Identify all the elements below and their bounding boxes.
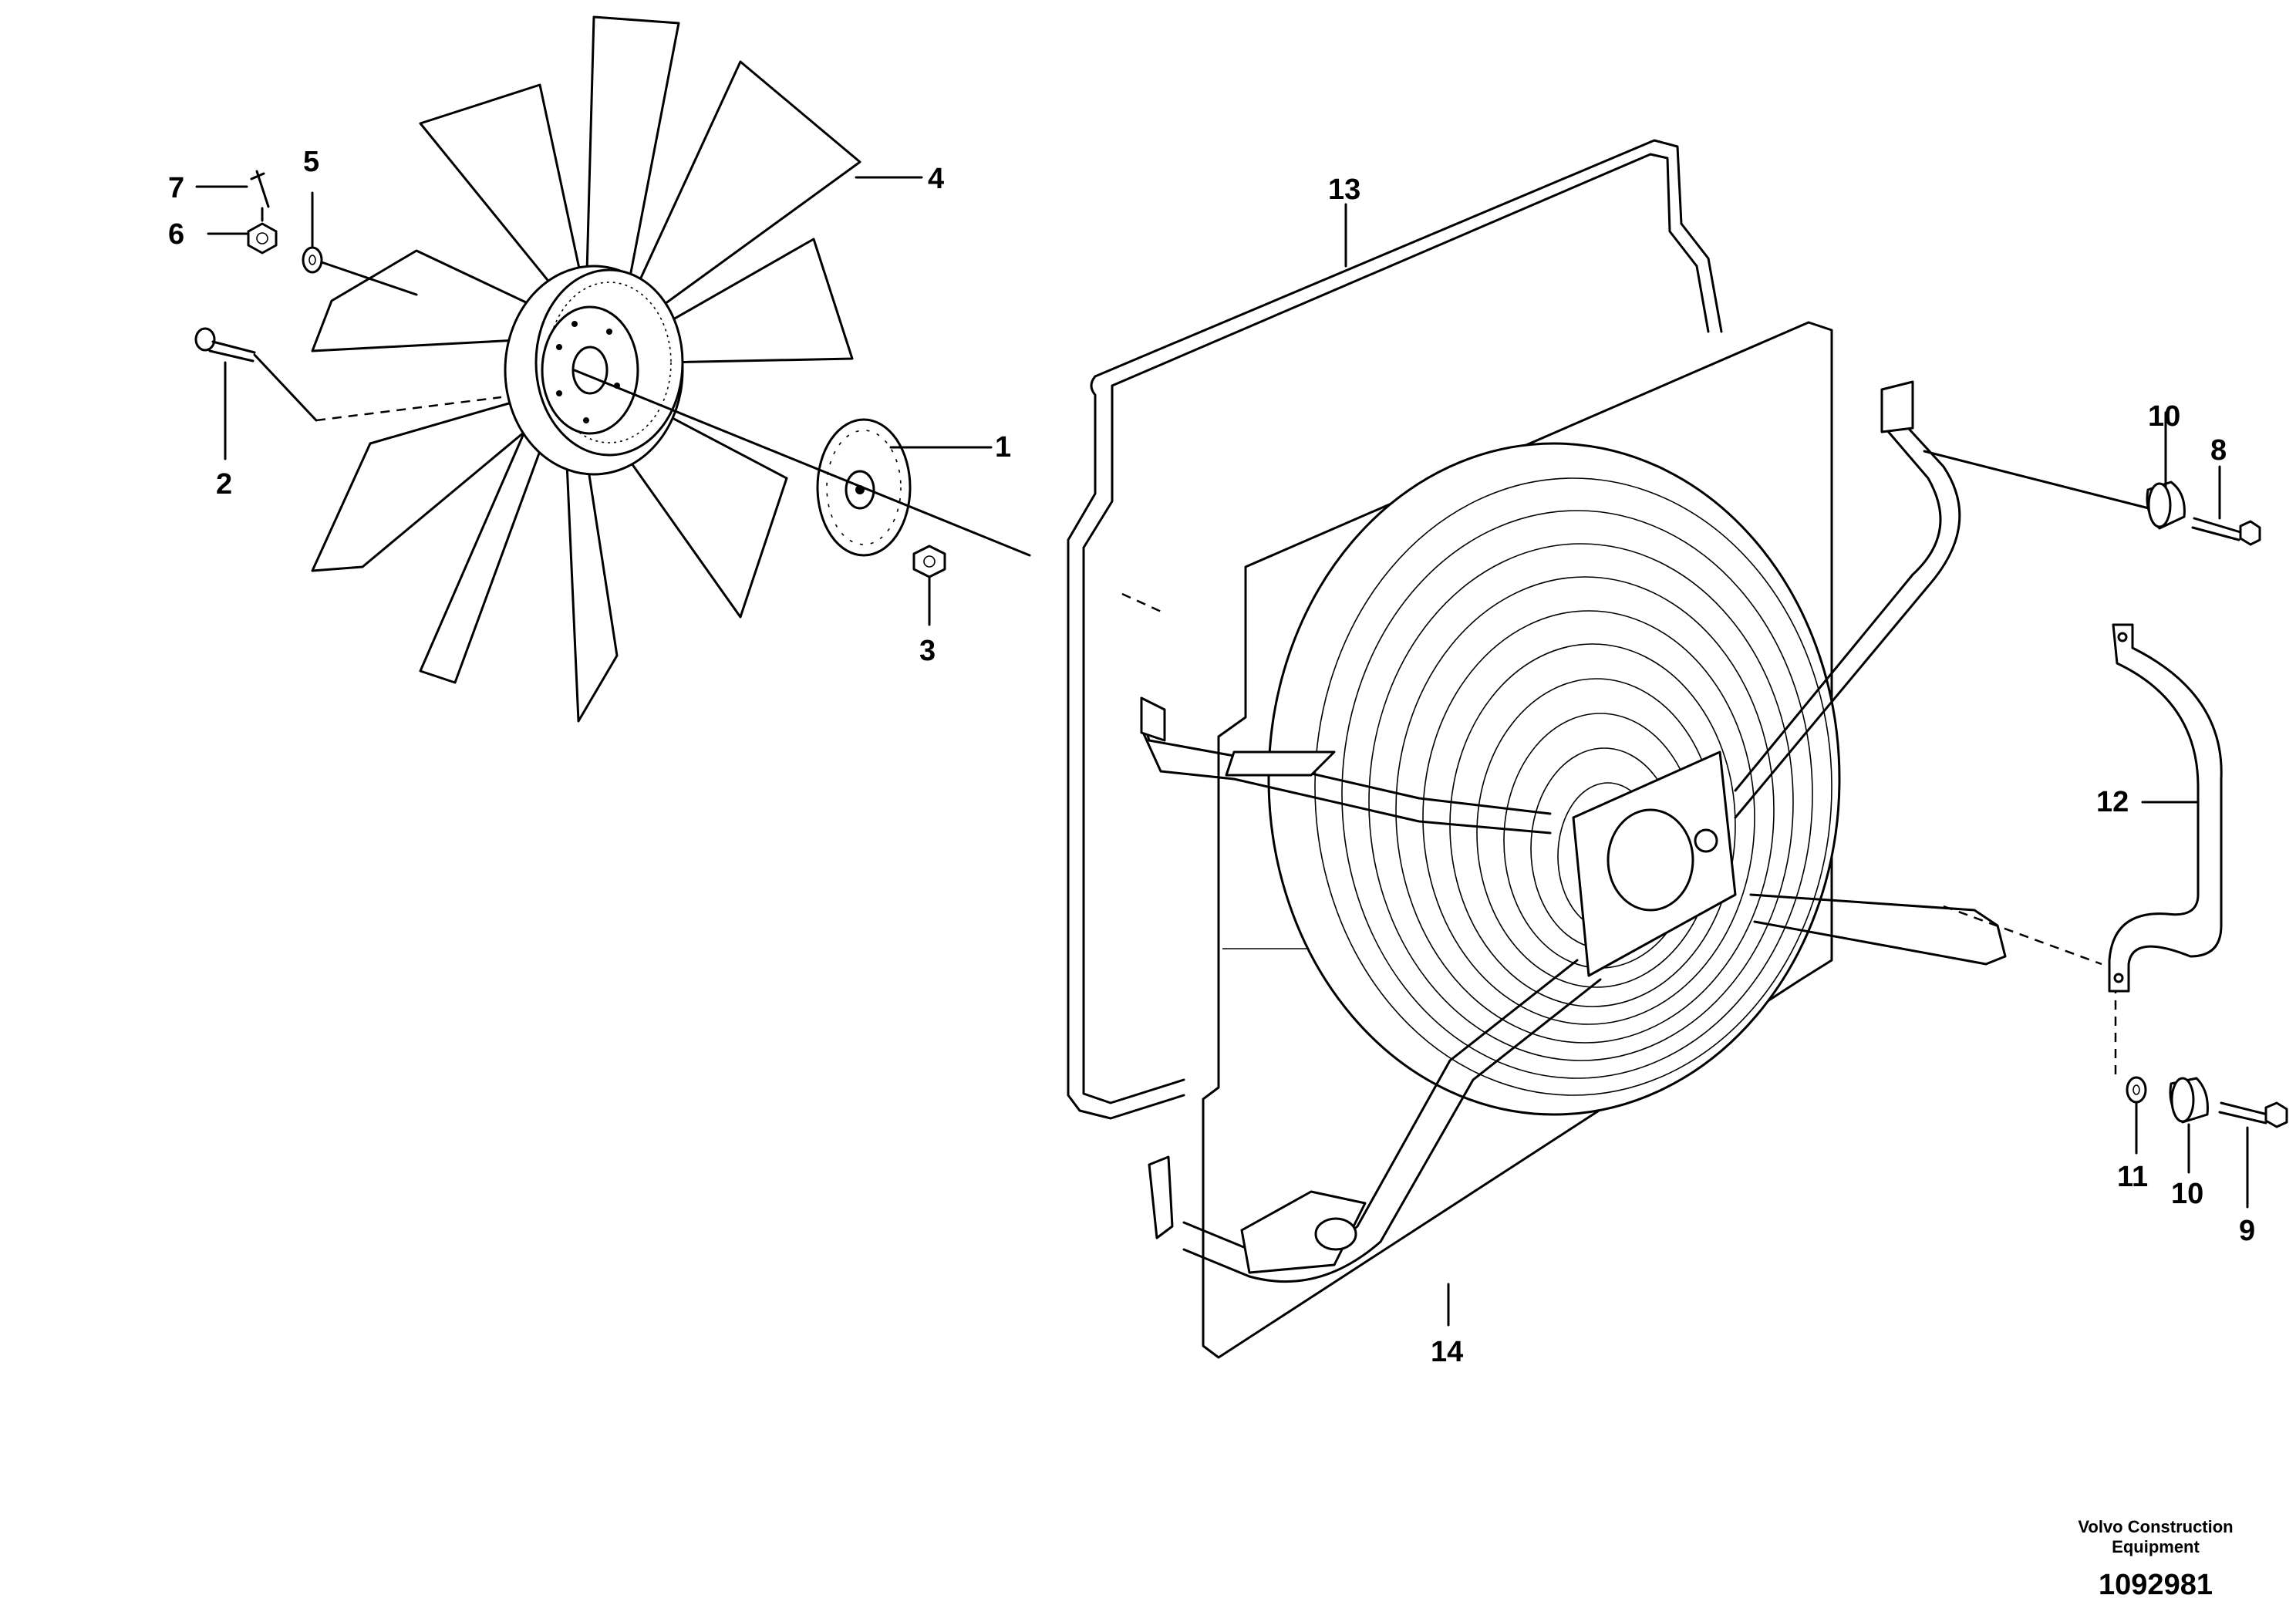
callout-leaders [195, 176, 2249, 1327]
washer-part-11 [2126, 1076, 2147, 1104]
nut-part-3 [912, 545, 946, 578]
bolt-part-9 [2218, 1101, 2288, 1128]
brand-name-line2: Equipment [2112, 1537, 2200, 1556]
guard-centre-hole [1607, 808, 1694, 912]
bolt-part-2 [194, 327, 318, 422]
callout-5: 5 [303, 146, 319, 178]
bushing-part-10-lower [2169, 1077, 2209, 1124]
callout-12: 12 [2096, 786, 2129, 818]
shroud-seal-outer [1067, 139, 1723, 1120]
brand-name-line1: Volvo Construction [2078, 1517, 2233, 1536]
fan-blade [565, 454, 619, 723]
hidden-edge [1121, 592, 1165, 615]
bolt-part-8 [2191, 517, 2261, 546]
callout-13: 13 [1328, 174, 1360, 206]
callout-3: 3 [919, 635, 936, 667]
callout-14: 14 [1431, 1336, 1463, 1368]
fan-hub-bore [571, 346, 609, 395]
callout-9: 9 [2239, 1215, 2255, 1247]
guard-frame [1140, 380, 2007, 1283]
callout-2: 2 [216, 468, 232, 501]
nut-part-6 [247, 222, 278, 255]
callout-6: 6 [168, 218, 184, 251]
assembly-axis-line [573, 369, 1031, 557]
fan-guard-grille [1267, 442, 1841, 1116]
callout-1: 1 [995, 431, 1011, 464]
hidden-edge [1943, 905, 2102, 966]
washer-part-5 [302, 246, 418, 296]
drawing-number: 1092981 [2099, 1569, 2213, 1601]
callout-4: 4 [928, 163, 944, 195]
callout-10-upper: 10 [2148, 400, 2180, 433]
pin-part-7 [250, 170, 270, 222]
cooling-fan [311, 15, 861, 723]
shroud-seal-inner [1082, 153, 1710, 1104]
callout-11: 11 [2117, 1161, 2148, 1193]
callout-7: 7 [168, 172, 184, 204]
leader-axis [1923, 450, 2153, 511]
support-bracket-part-12 [2108, 623, 2223, 993]
callout-10-lower: 10 [2171, 1178, 2203, 1210]
bushing-part-10-upper [2146, 481, 2186, 530]
callout-8: 8 [2210, 434, 2227, 467]
